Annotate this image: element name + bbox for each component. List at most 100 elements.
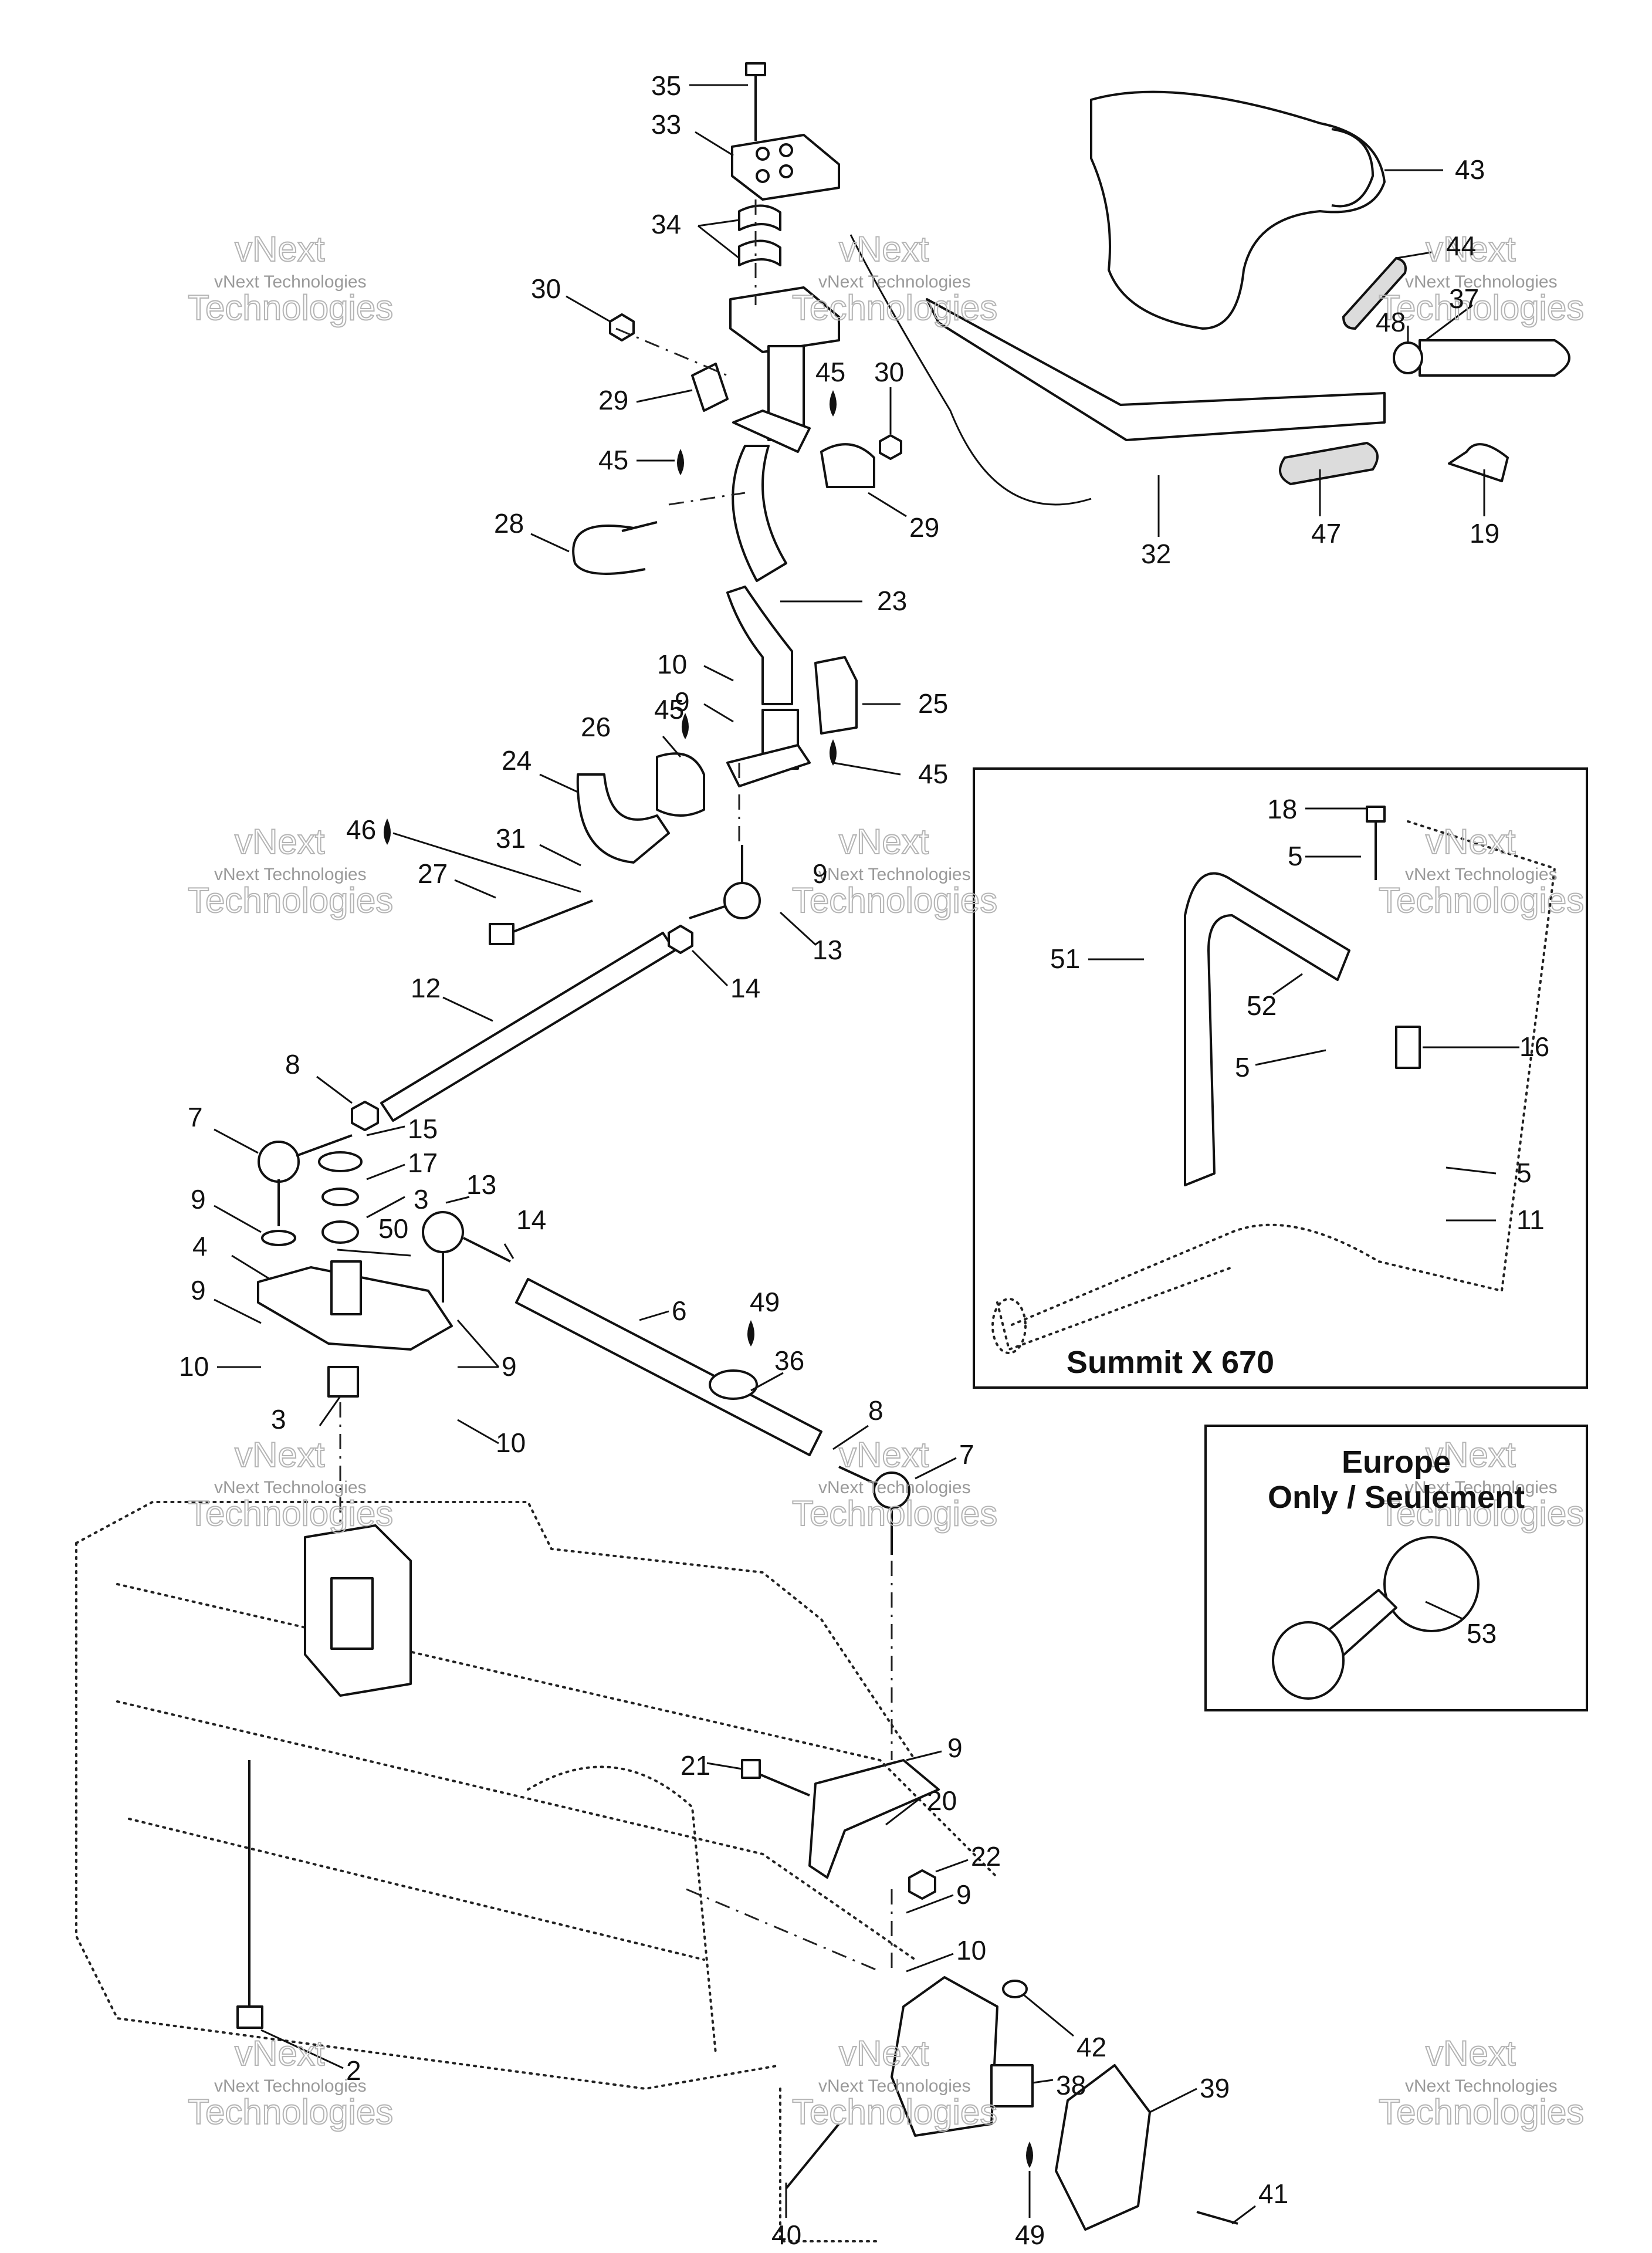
callout-label: 42 [1076,2032,1106,2062]
callout-label: 9 [956,1879,971,1910]
callout-label: 20 [927,1785,957,1816]
watermarks: vNext vNext Technologies Technologies vN… [187,229,1585,2132]
watermark-text: vNext [839,229,929,269]
watermark-text: Technologies [792,288,997,327]
grease-drop-icon [1026,2142,1033,2168]
callout-label: 4 [192,1231,208,1261]
watermark-text: vNext Technologies [1405,2076,1558,2096]
callout-label: 24 [502,745,532,776]
callout-labels: 35 33 34 30 29 45 45 30 29 28 23 10 9 45… [179,70,1549,2250]
callout-label: 9 [502,1351,517,1382]
callout-label: 44 [1446,231,1476,261]
callout-label: 35 [651,70,681,101]
callout-label: 3 [414,1184,429,1215]
callout-label: 12 [411,973,441,1003]
callout-label: 51 [1050,943,1080,974]
watermark-text: vNext [1426,229,1516,269]
callout-label: 18 [1267,794,1297,824]
callout-label: 29 [598,385,628,415]
watermark-text: vNext Technologies [214,865,367,884]
callout-label: 26 [581,712,611,742]
callout-label: 21 [681,1750,710,1781]
callout-label: 13 [466,1169,496,1200]
callout-label: 45 [815,357,845,387]
watermark-text: Technologies [188,288,393,327]
callout-label: 50 [378,1213,408,1244]
callout-label: 5 [1288,841,1303,871]
watermark-text: Technologies [1379,1494,1584,1533]
callout-label: 9 [813,858,828,889]
watermark-text: Technologies [792,1494,997,1533]
grease-drop-icon [830,739,837,766]
watermark-text: vNext Technologies [818,1478,971,1497]
watermark-text: Technologies [792,881,997,920]
watermark-text: Technologies [1379,2092,1584,2132]
watermark-text: Technologies [1379,881,1584,920]
watermark-text: Technologies [188,881,393,920]
watermark-text: vNext [235,822,325,861]
callout-label: 9 [675,686,690,717]
callout-label: 37 [1449,283,1479,314]
inset-title-europe-line1: Europe [1342,1445,1451,1480]
callout-label: 32 [1141,539,1171,569]
callout-label: 16 [1519,1031,1549,1062]
watermark-text: vNext [235,1435,325,1474]
parts-drawing [75,62,1588,2242]
watermark-text: Technologies [188,2092,393,2132]
callout-leaders [214,84,1519,2225]
callout-label: 47 [1311,518,1341,549]
callout-label: 41 [1258,2178,1288,2209]
callout-label: 48 [1376,307,1406,337]
callout-label: 49 [750,1287,780,1317]
callout-label: 36 [774,1345,804,1376]
grease-drop-icon [677,449,684,475]
grease-drop-icon [682,713,689,739]
callout-label: 30 [531,273,561,304]
callout-label: 9 [191,1275,206,1305]
callout-label: 7 [188,1102,203,1132]
callout-label: 14 [730,973,760,1003]
callout-label: 7 [959,1439,974,1470]
callout-label: 29 [909,512,939,543]
callout-label: 17 [408,1148,438,1178]
watermark-text: Technologies [188,1494,393,1533]
callout-label: 8 [285,1049,300,1080]
callout-label: 52 [1247,990,1277,1021]
inset-title-summit: Summit X 670 [1067,1345,1274,1380]
callout-label: 9 [947,1733,963,1763]
callout-label: 45 [918,759,948,789]
callout-label: 25 [918,688,948,719]
watermark-text: Technologies [792,2092,997,2132]
watermark-text: vNext Technologies [818,865,971,884]
callout-label: 10 [956,1935,986,1966]
callout-label: 13 [813,935,842,965]
watermark-text: vNext Technologies [214,2076,367,2096]
callout-label: 30 [874,357,904,387]
watermark-text: vNext Technologies [214,1478,367,1497]
callout-label: 5 [1235,1052,1250,1082]
watermark-text: vNext Technologies [1405,272,1558,292]
callout-label: 40 [771,2220,801,2250]
callout-label: 9 [191,1184,206,1215]
callout-label: 46 [346,814,376,845]
callout-label: 43 [1455,154,1485,185]
callout-label: 10 [179,1351,209,1382]
watermark-text: vNext [1426,2034,1516,2073]
watermark-text: vNext [235,229,325,269]
callout-label: 19 [1470,518,1499,549]
inset-title-europe-line2: Only / Seulement [1268,1480,1525,1515]
callout-label: 8 [868,1395,883,1426]
callout-label: 45 [598,445,628,475]
callout-label: 10 [496,1427,526,1458]
watermark-text: vNext [839,822,929,861]
grease-drop-icon [830,390,837,417]
watermark-text: vNext [1426,1435,1516,1474]
callout-label: 38 [1056,2070,1086,2100]
watermark-text: vNext Technologies [818,2076,971,2096]
callout-label: 23 [877,586,907,616]
grease-drop-icons [384,390,1033,2168]
grease-drop-icon [747,1320,754,1347]
callout-label: 53 [1467,1618,1497,1649]
watermark-text: vNext Technologies [818,272,971,292]
